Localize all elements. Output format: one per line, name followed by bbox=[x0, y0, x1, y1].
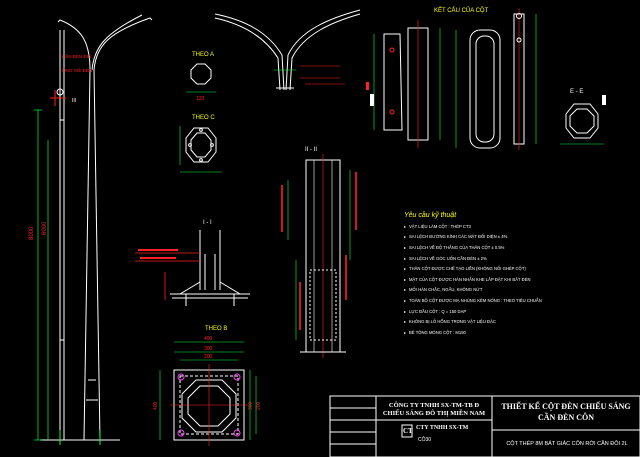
requirement-item: ▸SAI LỆCH VỀ GÓC UỐN CẦN ĐÈN ± 2% bbox=[404, 253, 582, 264]
dim-200-right: 200 bbox=[256, 401, 262, 410]
requirement-item: ▸MỐI HÀN CHẮC, NGẤU, KHÔNG NỨT bbox=[404, 285, 582, 296]
dim-300-right: 300 bbox=[248, 401, 254, 410]
section-ii-notes bbox=[281, 172, 357, 330]
section-i-drawing bbox=[170, 230, 250, 306]
company-short-name: CTY TNHH SX-TM bbox=[416, 425, 469, 431]
label-structure: KẾT CẤU CỦA CỘT bbox=[434, 7, 489, 14]
section-ii-drawing bbox=[300, 154, 346, 358]
octagon-view-a bbox=[190, 63, 212, 85]
company-name-line2: CHIẾU SÁNG ĐÔ THỊ MIỀN NAM bbox=[382, 410, 486, 417]
pole-elevation bbox=[40, 14, 153, 445]
dim-300: 300 bbox=[204, 346, 213, 352]
lamp-note-b: ỐNG NỐI ĐÈN bbox=[62, 67, 92, 73]
dim-view-a: 120 bbox=[196, 96, 205, 102]
requirements-title: Yêu cầu kỹ thuật bbox=[404, 212, 457, 219]
label-view-c: THEO C bbox=[192, 115, 215, 121]
base-plate-plan bbox=[170, 364, 248, 446]
label-section-i: I - I bbox=[203, 220, 212, 226]
requirement-text: BÊ TÔNG MÓNG CỘT : M150 bbox=[409, 329, 466, 335]
section-mark-iii: III bbox=[72, 98, 76, 104]
requirement-bullet-icon: ▸ bbox=[404, 234, 407, 240]
dim-400-side: 400 bbox=[153, 401, 159, 410]
requirement-item: ▸MẶT CỦA CỘT ĐƯỢC HÀN NHẴN KHE LẮP ĐẶT K… bbox=[404, 274, 582, 285]
lamp-note-a: CẦN ĐÈN ĐÔI bbox=[62, 53, 92, 59]
structure-detail bbox=[383, 8, 525, 150]
requirement-bullet-icon: ▸ bbox=[404, 329, 407, 335]
label-view-b: THEO B bbox=[205, 326, 227, 332]
drawing-subtitle: CỘT THÉP 8M BÁT GIÁC CÔN RỜI CẦN ĐÔI 2L bbox=[506, 441, 628, 447]
requirement-item: ▸THÂN CỘT ĐƯỢC CHẾ TẠO LIỀN (KHÔNG NỐI G… bbox=[404, 263, 582, 274]
requirement-text: SAI LỆCH VỀ ĐỘ THẲNG CỦA THÂN CỘT ± 0.5% bbox=[409, 244, 505, 250]
arm-detail bbox=[214, 9, 361, 91]
requirement-item: ▸LỰC ĐẦU CỘT : Q = 150 DAP bbox=[404, 306, 582, 317]
requirement-text: SAI LỆCH VỀ GÓC UỐN CẦN ĐÈN ± 2% bbox=[409, 255, 487, 261]
section-i-text-marks bbox=[138, 249, 178, 259]
requirement-item: ▸BÊ TÔNG MÓNG CỘT : M150 bbox=[404, 327, 582, 338]
requirement-item: ▸VẬT LIỆU LÀM CỘT : THÉP CT3 bbox=[404, 221, 582, 232]
requirement-item: ▸SAI LỆCH VỀ ĐỘ THẲNG CỦA THÂN CỘT ± 0.5… bbox=[404, 242, 582, 253]
label-section-ee: E - E bbox=[570, 89, 583, 95]
title-block-frame bbox=[329, 395, 640, 457]
requirement-item: ▸SAI LỆCH ĐƯỜNG KÍNH CÁC MẶT ĐỐI DIỆN ± … bbox=[404, 232, 582, 243]
requirement-text: VẬT LIỆU LÀM CỘT : THÉP CT3 bbox=[409, 223, 471, 229]
logo-letters: CT bbox=[403, 427, 413, 435]
octagon-view-c bbox=[185, 127, 217, 163]
logo-mark bbox=[401, 424, 413, 438]
requirement-bullet-icon: ▸ bbox=[404, 244, 407, 250]
requirement-bullet-icon: ▸ bbox=[404, 266, 407, 272]
pole-height-label-b: 6000 bbox=[42, 221, 48, 235]
base-plate-dims bbox=[159, 341, 244, 440]
requirement-bullet-icon: ▸ bbox=[404, 276, 407, 282]
requirement-bullet-icon: ▸ bbox=[404, 308, 407, 314]
requirement-item: ▸TOÀN BỘ CỘT ĐƯỢC MẠ NHÚNG KẼM NÓNG : TH… bbox=[404, 295, 582, 306]
arm-dimension-marks bbox=[300, 65, 345, 85]
section-ii-dims bbox=[287, 170, 351, 340]
requirement-text: KHÔNG BỊ LỖ HỔNG TRONG VẬT LIỆU ĐẶC bbox=[409, 319, 496, 325]
company-name-line1: CÔNG TY TNHH SX-TM-TB Đ bbox=[388, 402, 480, 409]
requirement-bullet-icon: ▸ bbox=[404, 223, 407, 229]
requirement-bullet-icon: ▸ bbox=[404, 319, 407, 325]
drawing-ref: CÔ30 bbox=[418, 437, 432, 443]
requirements-block: Yêu cầu kỹ thuật ▸VẬT LIỆU LÀM CỘT : THÉ… bbox=[404, 212, 582, 338]
section-ee-drawing bbox=[565, 103, 599, 139]
requirement-item: ▸KHÔNG BỊ LỖ HỔNG TRONG VẬT LIỆU ĐẶC bbox=[404, 316, 582, 327]
requirement-text: MẶT CỦA CỘT ĐƯỢC HÀN NHẴN KHE LẮP ĐẶT KH… bbox=[409, 276, 531, 282]
dim-200: 200 bbox=[204, 354, 213, 360]
requirement-text: THÂN CỘT ĐƯỢC CHẾ TẠO LIỀN (KHÔNG NỐI GH… bbox=[409, 266, 526, 272]
pole-dimension-line bbox=[34, 109, 49, 441]
requirement-text: SAI LỆCH ĐƯỜNG KÍNH CÁC MẶT ĐỐI DIỆN ± 4… bbox=[409, 234, 508, 240]
requirement-text: MỐI HÀN CHẮC, NGẤU, KHÔNG NỨT bbox=[409, 287, 483, 293]
requirements-list: ▸VẬT LIỆU LÀM CỘT : THÉP CT3▸SAI LỆCH ĐƯ… bbox=[404, 221, 582, 338]
dim-400: 400 bbox=[204, 336, 213, 342]
label-section-ii: II - II bbox=[305, 147, 317, 153]
drawing-title-line2: CẦN ĐÈN CÔN bbox=[538, 413, 594, 422]
requirement-bullet-icon: ▸ bbox=[404, 255, 407, 261]
structure-dim-lines bbox=[373, 14, 537, 148]
section-i-dims bbox=[135, 252, 200, 300]
requirement-text: TOÀN BỘ CỘT ĐƯỢC MẠ NHÚNG KẼM NÓNG : THE… bbox=[409, 297, 542, 303]
drawing-title-line1: THIẾT KẾ CỘT ĐÈN CHIẾU SÁNG bbox=[501, 402, 631, 411]
label-view-a: THEO A bbox=[192, 52, 214, 58]
requirement-bullet-icon: ▸ bbox=[404, 287, 407, 293]
requirement-text: LỰC ĐẦU CỘT : Q = 150 DAP bbox=[409, 308, 467, 314]
pole-height-label-a: 8000 bbox=[29, 226, 35, 240]
requirement-bullet-icon: ▸ bbox=[404, 297, 407, 303]
